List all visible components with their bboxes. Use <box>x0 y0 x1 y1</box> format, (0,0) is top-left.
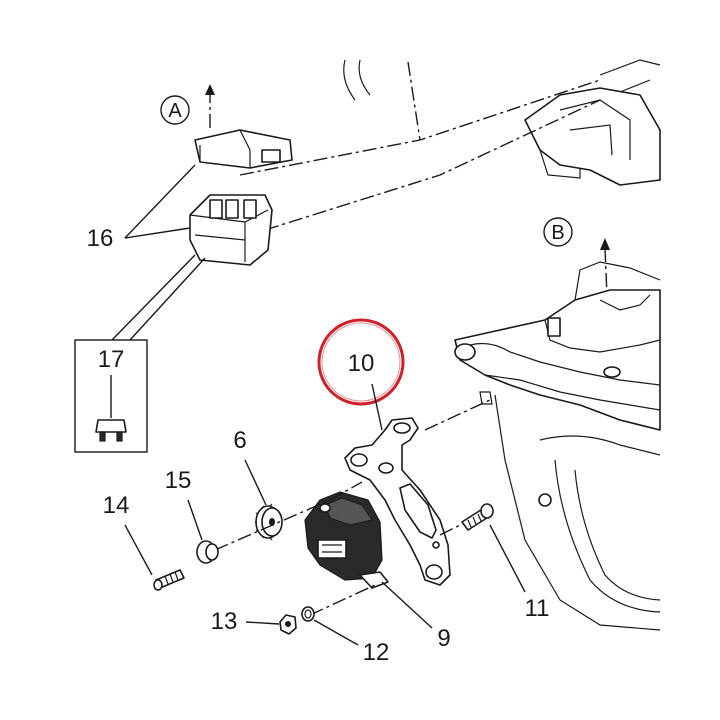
view-marker-a: A <box>160 84 215 128</box>
callout-14: 14 <box>103 492 130 519</box>
callout-11: 11 <box>525 595 550 622</box>
callout-6: 6 <box>233 427 246 454</box>
screw-part <box>461 503 494 531</box>
nut-part <box>279 614 297 635</box>
view-marker-a-label: A <box>168 100 182 122</box>
upper-structure <box>343 59 661 186</box>
fuse-icon <box>95 419 127 442</box>
highlight-circle <box>317 318 405 406</box>
bolt-part <box>153 569 185 591</box>
axis-line-bolt <box>214 481 363 551</box>
link-line-c <box>424 399 491 431</box>
view-marker-b-label: B <box>551 222 564 244</box>
lower-frame-structure <box>454 261 661 631</box>
callout-10: 10 <box>348 350 375 377</box>
callout-17: 17 <box>98 346 125 373</box>
view-marker-b: B <box>543 217 611 369</box>
axis-line-nut <box>309 584 376 616</box>
bracket-part <box>344 417 451 586</box>
callout-13: 13 <box>211 608 238 635</box>
link-line-b <box>264 99 601 231</box>
lock-washer-part <box>301 606 315 622</box>
callout-12: 12 <box>363 639 390 666</box>
washer-part <box>196 540 219 564</box>
sensor-module-part <box>304 491 389 589</box>
callout-9: 9 <box>437 625 450 652</box>
relay-cover-part <box>194 129 293 169</box>
callout-15: 15 <box>165 467 192 494</box>
fuse-detail-box: 17 <box>74 339 148 453</box>
link-line-a <box>239 79 601 176</box>
relay-box-part <box>189 194 273 266</box>
callout-16: 16 <box>87 225 114 252</box>
